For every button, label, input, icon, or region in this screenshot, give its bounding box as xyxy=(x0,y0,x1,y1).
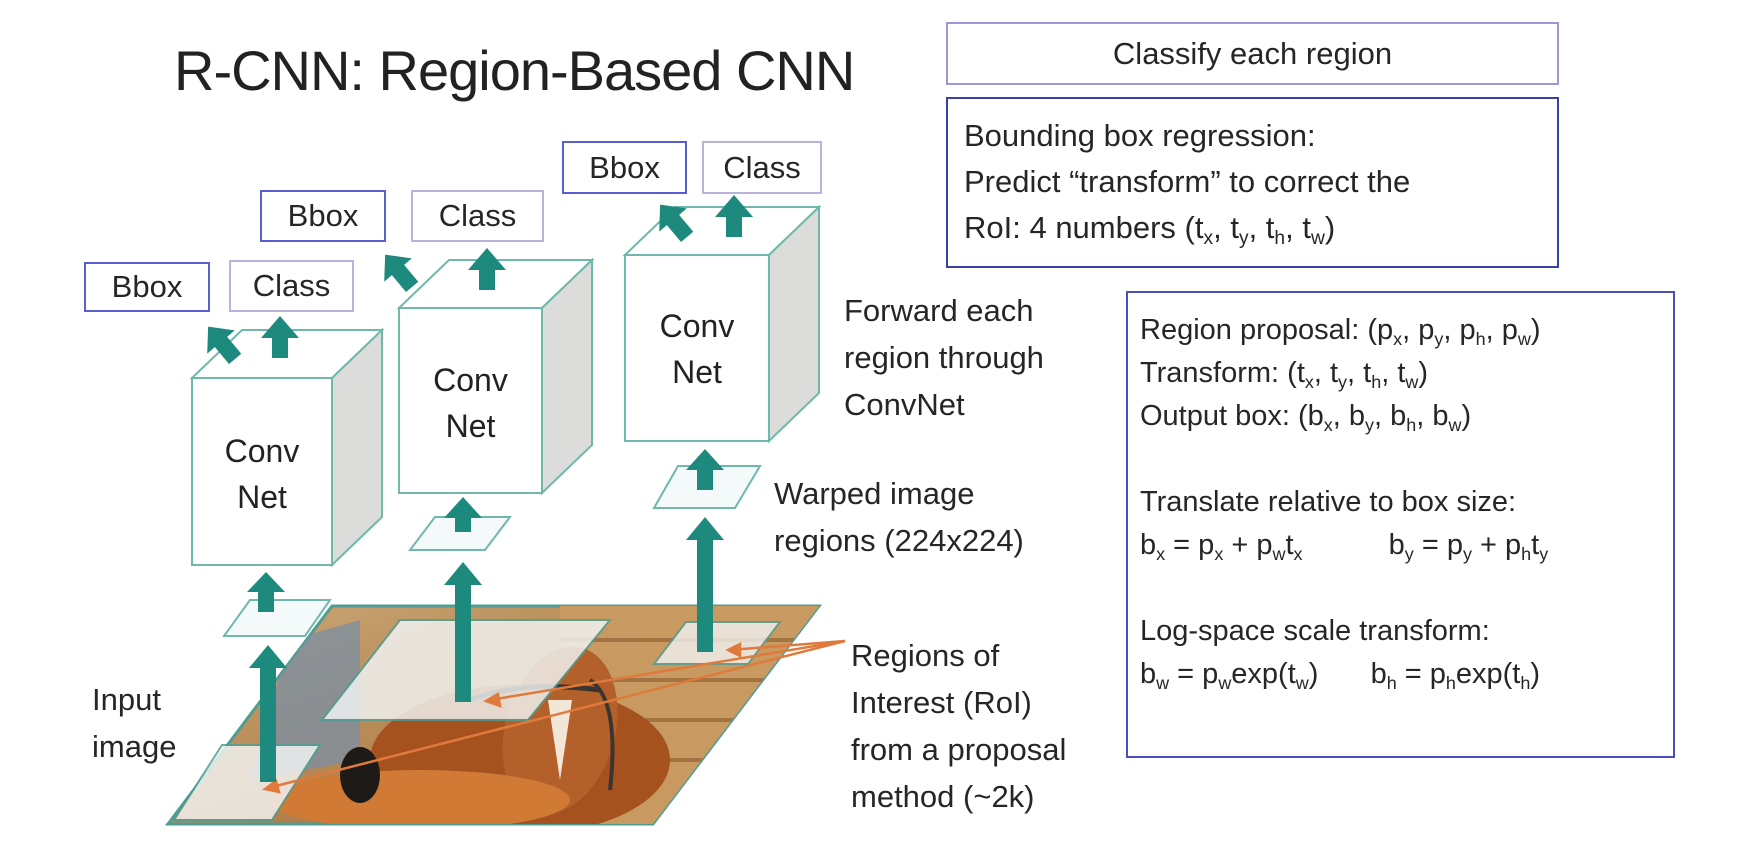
diagonal-arrow-icon xyxy=(384,254,419,292)
translate-equations: bx = px + pwtx by = py + phty xyxy=(1140,524,1661,567)
translate-heading: Translate relative to box size: xyxy=(1140,486,1517,518)
class-output-1: Class xyxy=(229,260,354,312)
bbox-output-2: Bbox xyxy=(260,190,386,242)
roi-region-left xyxy=(172,744,322,821)
transform-label: Transform: xyxy=(1140,357,1288,389)
warped-annotation: Warped image regions (224x224) xyxy=(774,476,1024,558)
bbox-regression-box: Bounding box regression: Predict “transf… xyxy=(946,97,1559,268)
logspace-heading: Log-space scale transform: xyxy=(1140,615,1490,647)
up-arrow-icon xyxy=(249,645,287,782)
convnet-cube-2 xyxy=(396,257,595,496)
input-image-annotation: Input image xyxy=(92,682,177,764)
roi-numbers-prefix: RoI: 4 numbers ( xyxy=(964,210,1195,245)
roi-pointer-lines xyxy=(262,639,846,794)
roi-annotation: Regions of Interest (RoI) from a proposa… xyxy=(851,638,1067,814)
class-output-2: Class xyxy=(411,190,544,242)
up-arrow-icon xyxy=(247,572,285,612)
forward-annotation: Forward each region through ConvNet xyxy=(844,293,1044,422)
up-arrow-icon xyxy=(468,248,506,290)
formula-box: Region proposal: (px, py, ph, pw) Transf… xyxy=(1126,291,1675,758)
warped-patch-2 xyxy=(407,516,513,551)
logspace-equations: bw = pwexp(tw) bh = phexp(th) xyxy=(1140,653,1661,696)
bbox-regression-heading: Bounding box regression: xyxy=(964,118,1316,153)
bbox-regression-description: Predict “transform” to correct the xyxy=(964,164,1411,199)
region-proposal-line: Region proposal: (px, py, ph, pw) xyxy=(1140,314,1541,349)
equation-bw: bw = pwexp(tw) xyxy=(1140,658,1319,693)
roi-region-right xyxy=(651,621,783,665)
diagonal-arrow-icon xyxy=(207,326,242,364)
up-arrow-icon xyxy=(686,517,724,652)
class-output-3: Class xyxy=(702,141,822,194)
up-arrow-icon xyxy=(444,497,482,532)
output-box-label: Output box: xyxy=(1140,400,1298,432)
classify-region-text: Classify each region xyxy=(1112,35,1393,71)
bbox-regression-numbers: RoI: 4 numbers (tx, ty, th, tw) xyxy=(964,210,1336,250)
warped-patch-1 xyxy=(222,599,332,637)
up-arrow-icon xyxy=(444,562,482,702)
equation-bx: bx = px + pwtx xyxy=(1140,529,1303,564)
up-arrow-icon xyxy=(686,449,724,490)
equation-by: by = py + phty xyxy=(1388,529,1549,564)
output-box-line: Output box: (bx, by, bh, bw) xyxy=(1140,400,1472,435)
transform-line: Transform: (tx, ty, th, tw) xyxy=(1140,357,1429,392)
bbox-output-3: Bbox xyxy=(562,141,687,194)
classify-region-box: Classify each region xyxy=(946,22,1559,85)
up-arrow-icon xyxy=(261,316,299,358)
convnet-cube-1 xyxy=(189,327,385,568)
region-proposal-label: Region proposal: xyxy=(1140,314,1368,346)
diagonal-arrow-icon xyxy=(659,204,694,242)
bbox-output-1: Bbox xyxy=(84,262,210,312)
flow-arrows xyxy=(207,195,753,782)
equation-bh: bh = phexp(th) xyxy=(1370,658,1541,693)
page-title: R-CNN: Region-Based CNN xyxy=(174,39,855,102)
up-arrow-icon xyxy=(715,195,753,237)
